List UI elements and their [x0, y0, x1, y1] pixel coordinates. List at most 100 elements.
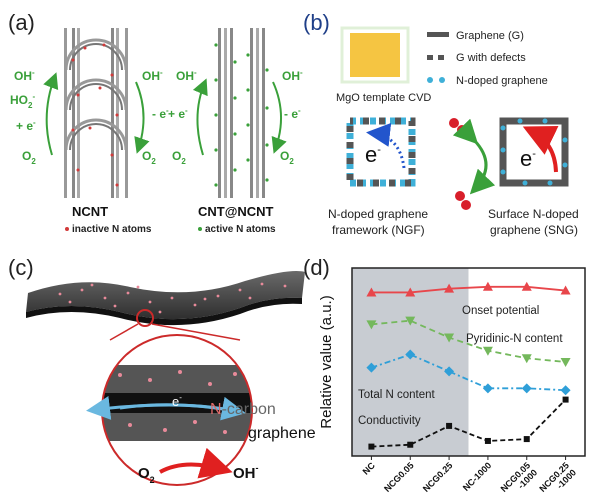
- svg-text:OH-: OH-: [142, 68, 163, 83]
- svg-text:e-: e-: [520, 146, 536, 171]
- legend-graphene-swatch: [427, 32, 449, 37]
- data-point: [482, 346, 493, 356]
- data-point: [523, 436, 530, 443]
- graphene-label: graphene: [248, 425, 316, 442]
- sng-caption-2: graphene (SNG): [490, 223, 578, 237]
- panel-d-label: (d): [303, 255, 330, 280]
- data-point: [521, 354, 532, 364]
- legend-b: Graphene (G) G with defects N-doped grap…: [427, 30, 548, 87]
- data-point: [560, 385, 571, 396]
- zoom-magnifier: [101, 334, 253, 486]
- legend-graphene: Graphene (G): [456, 30, 524, 42]
- ngf-diagram: e-: [346, 117, 416, 187]
- data-point: [405, 287, 416, 297]
- svg-text:+ e-: + e-: [168, 106, 188, 121]
- series-line: [371, 319, 566, 363]
- series-line: [371, 285, 566, 294]
- data-point: [405, 316, 416, 326]
- data-point: [407, 441, 414, 448]
- panel-c-label: (c): [8, 255, 34, 280]
- ngf-caption-1: N-doped graphene: [328, 207, 428, 221]
- x-tick-label: NC-1000: [461, 460, 494, 493]
- sng-caption-1: Surface N-doped: [488, 207, 579, 221]
- data-point: [482, 281, 493, 291]
- svg-text:e-: e-: [365, 142, 381, 167]
- x-tick-label: NCG0.05-1000: [499, 460, 540, 498]
- svg-text:O2: O2: [138, 465, 155, 485]
- ncnt-right-reaction: OH- - e- O2: [134, 68, 169, 166]
- data-point: [366, 287, 377, 297]
- y-axis-label: Relative value (a.u.): [318, 295, 335, 428]
- panel-b-label: (b): [303, 10, 330, 35]
- data-point: [562, 396, 569, 403]
- cnt-ncnt-title: CNT@NCNT: [198, 204, 274, 219]
- zoom-source-circle: [136, 309, 154, 327]
- svg-text:OH-: OH-: [176, 68, 197, 83]
- x-tick-label: NCG0.05: [382, 460, 416, 494]
- svg-text:OH-: OH-: [233, 463, 259, 482]
- svg-text:O2: O2: [172, 149, 186, 166]
- data-point: [560, 285, 571, 295]
- series-annotation: Onset potential: [462, 305, 539, 317]
- plot-frame: [351, 267, 586, 457]
- panel-a-label: (a): [8, 10, 35, 35]
- electron-transport-arrow: e-: [86, 393, 246, 421]
- mgo-template-block: [350, 33, 400, 77]
- panel-c: (c): [8, 255, 316, 486]
- x-tick-label: NCG0.25: [421, 460, 455, 494]
- data-point: [444, 366, 455, 377]
- orr-reaction: O2 OH-: [138, 447, 259, 485]
- series-annotation: Pyridinic-N content: [466, 333, 563, 345]
- data-point: [366, 320, 377, 330]
- data-point: [446, 422, 453, 429]
- svg-text:e-: e-: [172, 393, 182, 409]
- sng-diagram: e-: [499, 117, 569, 187]
- data-point: [521, 383, 532, 394]
- data-point: [444, 333, 455, 343]
- data-point: [484, 437, 491, 444]
- n-carbon-label: N-carbon: [210, 401, 276, 418]
- data-point: [560, 358, 571, 367]
- data-point: [405, 349, 416, 360]
- cnt-sub-caption: active N atoms: [198, 224, 276, 235]
- ncnt-sub-caption: inactive N atoms: [65, 224, 152, 235]
- ncnt-left-reaction: OH- HO2- + e- O2: [10, 68, 59, 166]
- legend-defects: G with defects: [456, 52, 526, 64]
- x-tick-label: NC: [361, 460, 378, 477]
- svg-text:active N atoms: active N atoms: [205, 224, 276, 235]
- series-line: [371, 398, 567, 448]
- cnt-left-reaction: OH- + e- O2: [168, 68, 208, 166]
- data-point: [521, 281, 532, 291]
- svg-text:O2: O2: [142, 149, 156, 166]
- panel-a: (a): [8, 10, 303, 235]
- svg-text:OH-: OH-: [14, 68, 35, 83]
- svg-text:O2: O2: [22, 149, 36, 166]
- series-annotation: Total N content: [358, 389, 436, 401]
- ncnt-title: NCNT: [72, 204, 108, 219]
- data-point: [482, 383, 493, 394]
- cnt-right-reaction: OH- - e- O2: [271, 68, 303, 166]
- ngf-caption-2: framework (NGF): [332, 223, 425, 237]
- series-line: [371, 353, 566, 392]
- template-caption: MgO template CVD: [336, 92, 431, 104]
- svg-text:OH-: OH-: [282, 68, 303, 83]
- svg-text:+ e-: + e-: [16, 118, 36, 133]
- x-tick-label: NCG0.25-1000: [537, 460, 578, 498]
- ncnt-tube-stack: [64, 28, 128, 198]
- data-point: [444, 283, 455, 293]
- svg-text:HO2-: HO2-: [10, 92, 35, 110]
- svg-text:- e-: - e-: [284, 106, 301, 121]
- data-point: [366, 362, 377, 373]
- svg-text:- e-: - e-: [152, 106, 169, 121]
- legend-ndoped: N-doped graphene: [456, 75, 548, 87]
- svg-text:O2: O2: [280, 149, 294, 166]
- series-annotation: Conductivity: [358, 415, 421, 427]
- data-point: [368, 443, 375, 450]
- o2-molecules: [449, 118, 496, 210]
- n-carbon-sheet: [26, 271, 305, 327]
- cnt-ncnt-tubes: [214, 28, 269, 198]
- panel-b: (b) MgO template CVD Graphene (G) G with…: [303, 10, 579, 237]
